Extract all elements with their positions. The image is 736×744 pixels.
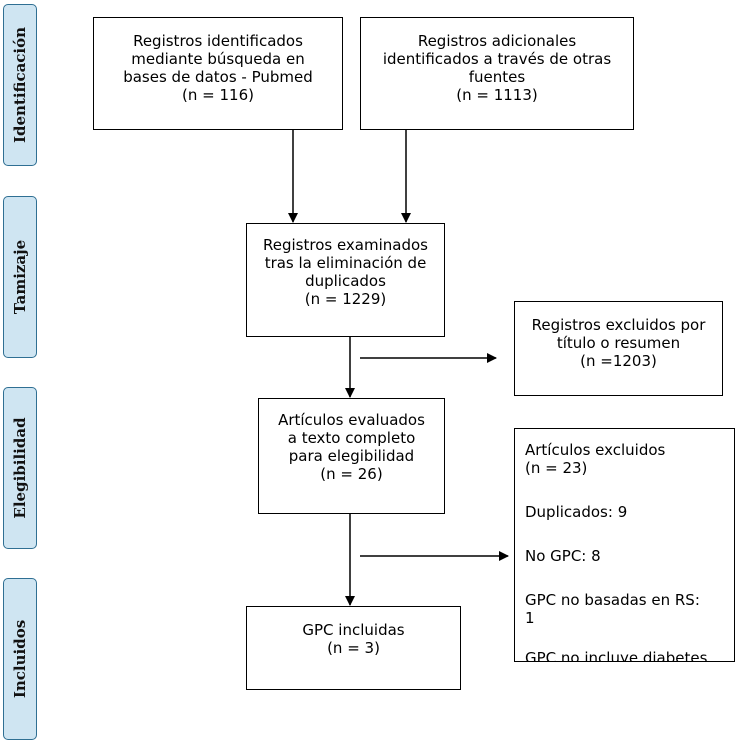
phase-incluidos: Incluidos: [3, 578, 37, 740]
screened-line-2: tras la eliminación de: [264, 254, 427, 272]
excluded-articles-count: (n = 23): [525, 459, 588, 477]
box-excluded-title: Registros excluidos por título o resumen…: [514, 301, 723, 396]
excluded-no-rs-line-2: 1: [525, 609, 535, 627]
excluded-duplicados: Duplicados: 9: [525, 503, 628, 521]
phase-label-incluidos: Incluidos: [11, 619, 29, 699]
screened-count: (n = 1229): [304, 290, 387, 308]
db-records-line-1: Registros identificados: [133, 32, 303, 50]
excluded-title-count: (n =1203): [580, 352, 657, 370]
other-records-line-1: Registros adicionales: [417, 32, 577, 50]
phase-identificacion: Identificación: [3, 4, 37, 166]
db-records-count: (n = 116): [182, 86, 254, 104]
fulltext-line-3: para elegibilidad: [288, 447, 415, 465]
excluded-no-rs: GPC no basadas en RS: 1: [525, 591, 724, 627]
excluded-articles-content: Artículos excluidos (n = 23) Duplicados:…: [515, 429, 734, 661]
excluded-title-line-1: Registros excluidos por: [531, 316, 706, 334]
phase-tamizaje: Tamizaje: [3, 196, 37, 358]
box-screened: Registros examinados tras la eliminación…: [246, 223, 445, 337]
excluded-no-gpc: No GPC: 8: [525, 547, 601, 565]
box-fulltext: Artículos evaluados a texto completo par…: [258, 398, 445, 514]
phase-label-elegibilidad: Elegibilidad: [11, 417, 29, 519]
phase-elegibilidad: Elegibilidad: [3, 387, 37, 549]
db-records-line-2: mediante búsqueda en: [131, 50, 305, 68]
screened-line-3: duplicados: [305, 272, 386, 290]
box-db-records: Registros identificados mediante búsqued…: [93, 17, 343, 130]
excluded-no-diabetes: GPC no incluye diabetes: [525, 649, 708, 661]
phase-label-identificacion: Identificación: [11, 26, 29, 144]
excluded-title-line-2: título o resumen: [556, 334, 681, 352]
fulltext-line-2: a texto completo: [287, 429, 416, 447]
other-records-line-3: fuentes: [468, 68, 526, 86]
excluded-articles-heading: Artículos excluidos: [525, 441, 666, 459]
included-line-1: GPC incluidas: [302, 621, 405, 639]
other-records-count: (n = 1113): [456, 86, 538, 104]
screened-line-1: Registros examinados: [263, 236, 428, 254]
phase-label-tamizaje: Tamizaje: [11, 239, 29, 315]
excluded-articles-header: Artículos excluidos (n = 23): [525, 441, 724, 477]
box-other-records: Registros adicionales identificados a tr…: [360, 17, 634, 130]
fulltext-line-1: Artículos evaluados: [278, 411, 425, 429]
box-included: GPC incluidas (n = 3): [246, 606, 461, 690]
excluded-no-rs-line-1: GPC no basadas en RS:: [525, 591, 700, 609]
included-count: (n = 3): [327, 639, 380, 657]
db-records-line-3: bases de datos - Pubmed: [123, 68, 313, 86]
box-excluded-articles: Artículos excluidos (n = 23) Duplicados:…: [514, 428, 735, 662]
fulltext-count: (n = 26): [320, 465, 383, 483]
other-records-line-2: identificados a través de otras: [382, 50, 612, 68]
